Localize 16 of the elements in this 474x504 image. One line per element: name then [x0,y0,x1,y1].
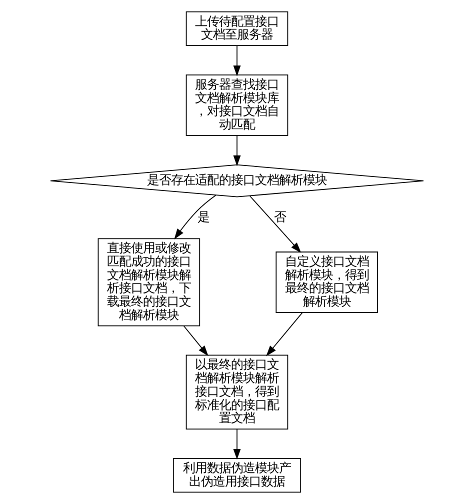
node-box: 上传待配置接口文档至服务器 [186,11,288,46]
arrow [233,135,241,166]
arrow [174,194,216,240]
arrow [233,45,241,76]
node-box: 直接使用或修改匹配成功的接口文档解析模块解析接口文档，下载最终的接口文档解析模块 [98,238,200,326]
node-box: 服务器查找接口文档解析模块库，对接口文档自动匹配 [186,74,288,136]
edge-label: 否 [274,209,286,224]
arrow [233,428,241,460]
node-box: 利用数据伪造模块产出伪造用接口数据 [172,458,302,493]
node-box: 自定义接口文档解析模块，得到最终的接口文档解析模块 [276,252,378,313]
arrow [249,196,302,253]
arrow [183,325,208,356]
node-diamond: 是否存在适配的接口文档解析模块 [50,164,424,198]
node-box: 以最终的接口文档解析模块解析接口文档，得到标准化的接口配置文档 [186,354,288,430]
edge-label: 是 [198,209,210,224]
arrow [266,312,303,356]
